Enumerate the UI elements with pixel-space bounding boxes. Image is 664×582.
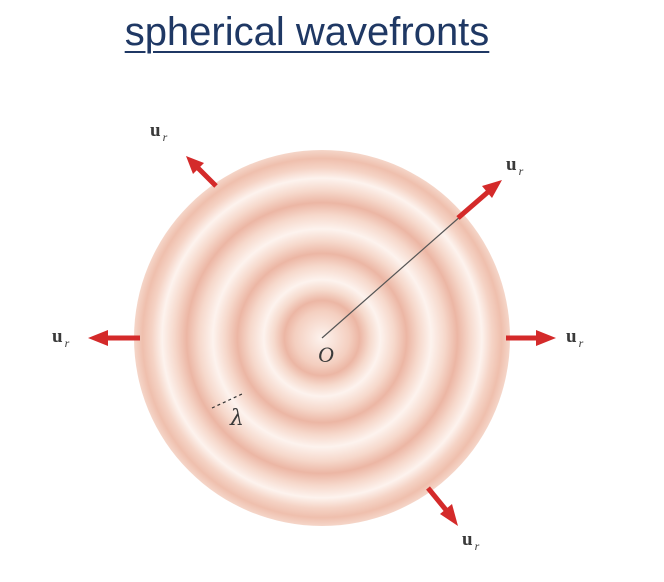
arrow-upper-right bbox=[456, 180, 502, 220]
origin-label: O bbox=[318, 342, 334, 367]
svg-text:ur: ur bbox=[462, 529, 480, 553]
arrow-right bbox=[506, 330, 556, 346]
svg-text:ur: ur bbox=[506, 154, 524, 178]
svg-text:ur: ur bbox=[150, 120, 168, 144]
svg-text:ur: ur bbox=[52, 326, 70, 350]
svg-text:ur: ur bbox=[566, 326, 584, 350]
wavelength-marker: λ bbox=[211, 393, 244, 431]
arrow-upper-left bbox=[186, 156, 218, 188]
origin-marker: O bbox=[318, 342, 334, 367]
arrow-left bbox=[88, 330, 140, 346]
slide-title: spherical wavefronts bbox=[124, 10, 490, 54]
arrow-lower-right bbox=[426, 486, 458, 526]
radius-line bbox=[321, 207, 471, 339]
wavelength-label: λ bbox=[229, 406, 244, 431]
